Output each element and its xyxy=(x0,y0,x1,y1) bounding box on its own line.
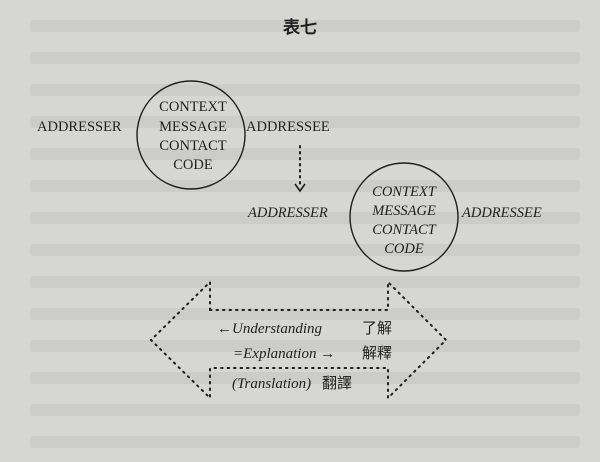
circle-1-contact: CONTACT xyxy=(159,138,226,154)
addresser-2: ADDRESSER xyxy=(247,205,328,221)
circle-1 xyxy=(136,80,246,190)
explanation-zh: 解釋 xyxy=(362,345,392,362)
understanding-label: ←Understanding xyxy=(217,321,323,337)
table-title: 表七 xyxy=(283,17,317,37)
explanation-en: =Explanation → xyxy=(233,346,335,362)
addressee-1: ADDRESSEE xyxy=(246,119,330,135)
circle-2 xyxy=(349,162,459,272)
circle-1-code: CODE xyxy=(173,157,213,173)
circle-2-contact: CONTACT xyxy=(372,222,436,238)
arrow-down-icon xyxy=(294,183,306,193)
translation-en: (Translation) xyxy=(232,376,311,392)
circle-2-code: CODE xyxy=(384,241,424,257)
circle-1-context: CONTEXT xyxy=(159,99,227,115)
addressee-2: ADDRESSEE xyxy=(461,205,542,221)
dotted-double-arrow xyxy=(149,279,448,401)
circle-2-context: CONTEXT xyxy=(372,184,437,200)
translation-zh: 翻譯 xyxy=(322,375,352,392)
understanding-en: ←Understanding xyxy=(217,321,323,337)
circle-2-message: MESSAGE xyxy=(371,203,436,219)
understanding-zh: 了解 xyxy=(362,320,392,337)
addresser-1: ADDRESSER xyxy=(37,119,122,135)
circle-1-message: MESSAGE xyxy=(159,119,227,135)
